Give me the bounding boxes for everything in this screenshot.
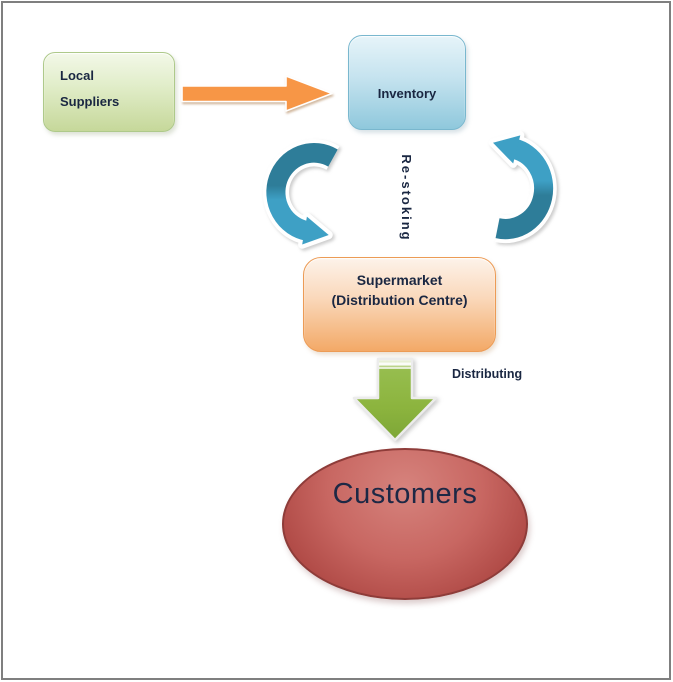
cycle-arrow-right-head: [493, 135, 521, 164]
cycle-arrow-right-body: [495, 138, 554, 240]
distribute-arrow-shape: [352, 357, 438, 442]
supply-arrow-shape: [181, 75, 333, 112]
customers-label: Customers: [332, 478, 478, 510]
inventory-label: Inventory: [377, 86, 437, 101]
node-customers: Customers: [282, 448, 528, 600]
local-suppliers-label-line1: Local: [60, 68, 94, 83]
node-inventory: Inventory: [348, 35, 466, 130]
supermarket-label-line1: Supermarket: [356, 272, 443, 288]
distribute-arrow-icon: [352, 357, 438, 442]
cycle-arrow-left-head: [302, 216, 329, 245]
node-local-suppliers: Local Suppliers: [43, 52, 175, 132]
cycle-arrow-right-icon: [488, 131, 557, 244]
cycle-arrow-left-body: [266, 142, 338, 241]
supermarket-label-line2: (Distribution Centre): [331, 292, 468, 308]
local-suppliers-label-line2: Suppliers: [60, 94, 120, 109]
restocking-label: Re-stoking: [399, 154, 414, 242]
distributing-label: Distributing: [452, 367, 523, 381]
cycle-arrow-left-icon: [262, 139, 340, 249]
supply-arrow-icon: [181, 75, 333, 112]
node-supermarket: Supermarket (Distribution Centre): [303, 257, 496, 352]
